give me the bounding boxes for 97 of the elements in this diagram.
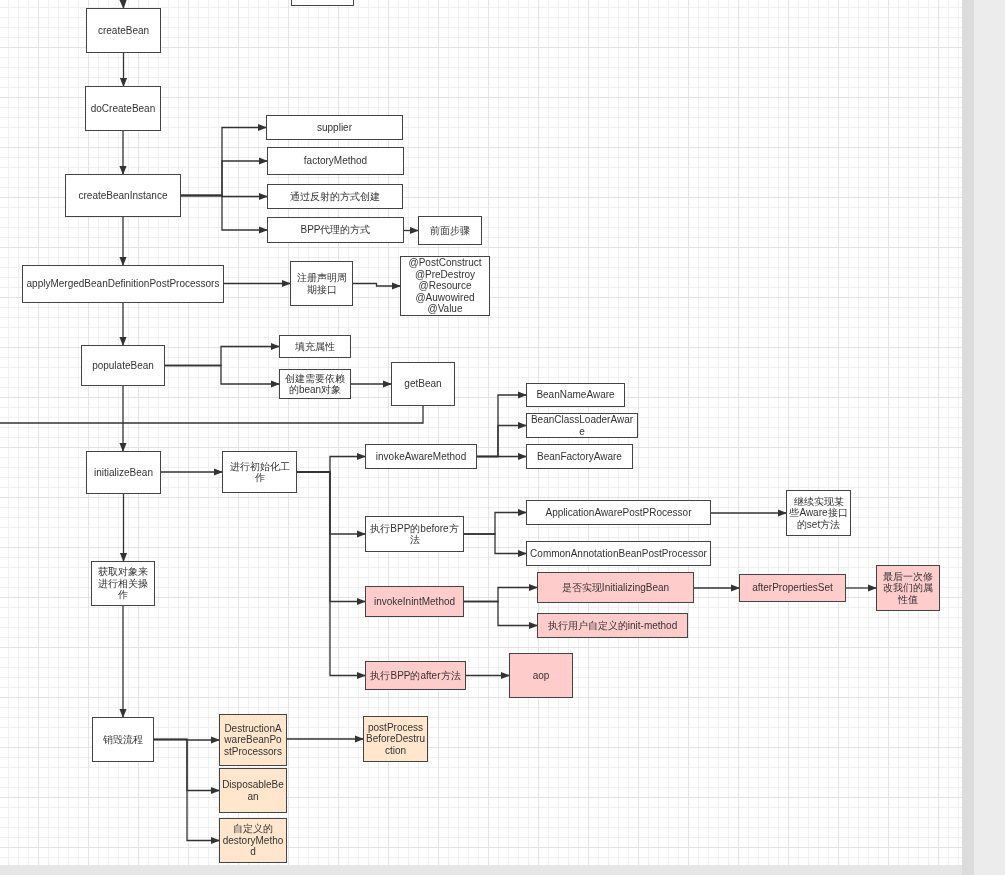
- arrow: [845, 584, 877, 592]
- arrow: [119, 493, 128, 562]
- box-label: createBean: [97, 24, 150, 37]
- process-box: [418, 216, 482, 245]
- box-label: 获取对象来进行相关操作: [97, 566, 149, 601]
- box-label: 创建需要依赖的bean对象: [284, 372, 346, 396]
- process-box: [86, 451, 161, 494]
- box-label: DestructionAwareBeanPostProcessors: [223, 722, 283, 758]
- box-label: populateBean: [92, 359, 154, 372]
- process-box: [509, 653, 573, 698]
- arrow: [119, 130, 127, 175]
- box-label: ApplicationAwarePostPRocessor: [545, 506, 692, 519]
- process-box: [290, 261, 353, 306]
- box-label: BeanNameAware: [536, 389, 615, 401]
- box-label: afterPropertiesSet: [752, 582, 833, 594]
- process-box: [365, 586, 464, 617]
- box-label: createBeanInstance: [78, 189, 168, 202]
- process-box: [267, 217, 404, 243]
- process-box: [526, 500, 711, 525]
- process-box: [365, 444, 477, 469]
- process-box: [267, 147, 404, 175]
- box-label: aop: [532, 669, 550, 682]
- arrow: [476, 452, 527, 461]
- box-label: invokeAwareMethod: [375, 450, 467, 463]
- box-label: BeanFactoryAware: [537, 450, 622, 463]
- box-label: 执行BPP的before方法: [369, 522, 460, 546]
- box-label: postProcessBeforeDestruction: [366, 721, 425, 757]
- process-box: [400, 256, 490, 316]
- box-label: 进行初始化工作: [228, 460, 291, 484]
- box-label: invokeInintMethod: [373, 595, 456, 608]
- arrow: [164, 364, 280, 388]
- process-box: [219, 768, 287, 813]
- arrow: [403, 226, 419, 235]
- box-label: factoryMethod: [303, 155, 368, 167]
- arrow: [119, 216, 127, 266]
- box-label: BPP代理的方式: [300, 224, 371, 236]
- box-label: applyMergedBeanDefinitionPostProcessors: [26, 278, 220, 290]
- arrow: [119, 385, 127, 452]
- box-label: BeanClassLoaderAware: [529, 414, 635, 437]
- process-box: [365, 661, 466, 690]
- process-box: [91, 561, 155, 606]
- arrow: [119, 302, 127, 346]
- box-label: 自定义的destoryMethod: [222, 823, 284, 858]
- process-box: [222, 451, 297, 493]
- arrow: [463, 600, 538, 630]
- box-label: doCreateBean: [90, 102, 156, 115]
- arrow: [710, 509, 787, 517]
- arrow: [119, 0, 127, 9]
- arrow: [296, 471, 366, 680]
- box-label: 销毁流程: [103, 733, 143, 746]
- box-label: 最后一次修改我们的属性值: [882, 570, 934, 606]
- process-box: [391, 362, 455, 406]
- box-label: 执行用户自定义的init-method: [547, 619, 678, 632]
- process-box: [526, 541, 711, 566]
- arrow: [465, 671, 510, 680]
- process-box: [65, 174, 181, 217]
- box-label: 前面步骤: [430, 224, 470, 237]
- process-box: [876, 565, 940, 611]
- arrow: [119, 605, 127, 718]
- process-box: [739, 574, 846, 602]
- arrow: [160, 468, 223, 476]
- arrow: [352, 282, 401, 290]
- process-box: [537, 572, 694, 603]
- process-box: [266, 115, 403, 140]
- box-label: @PostConstruct @PreDestroy @Resource @Auwowired @Value: [407, 257, 483, 315]
- process-box: [365, 516, 464, 552]
- box-label: supplier: [317, 121, 352, 134]
- process-box: [526, 444, 633, 469]
- arrow: [463, 533, 527, 558]
- box-label: 填充属性: [295, 340, 335, 353]
- box-label: DisposableBean: [222, 779, 284, 802]
- arrow: [180, 194, 268, 234]
- box-label: 是否实现InitializingBean: [561, 581, 670, 594]
- box-label: 继续实现某些Aware接口的set方法: [789, 495, 848, 531]
- arrow: [119, 52, 128, 87]
- arrow: [153, 738, 220, 845]
- process-box: [85, 86, 161, 131]
- process-box: [537, 613, 688, 638]
- box-label: CommonAnnotationBeanPostProcessor: [530, 547, 707, 560]
- box-label: getBean: [404, 378, 442, 390]
- process-box: [81, 345, 165, 386]
- arrow: [223, 279, 291, 288]
- box-label: 注册声明周期接口: [295, 272, 348, 295]
- process-box: [279, 335, 351, 358]
- process-box: [92, 717, 154, 762]
- process-box: [86, 8, 161, 53]
- connector-line: [0, 405, 424, 424]
- process-box: [267, 184, 403, 209]
- arrow: [350, 380, 392, 388]
- box-label: 通过反射的方式创建: [290, 190, 380, 203]
- arrow: [693, 584, 740, 592]
- box-label: initializeBean: [94, 466, 153, 479]
- box-label: 执行BPP的after方法: [370, 669, 461, 682]
- arrow: [286, 735, 364, 743]
- process-box: [22, 265, 224, 303]
- process-box: [219, 714, 287, 766]
- process-box: [526, 383, 625, 407]
